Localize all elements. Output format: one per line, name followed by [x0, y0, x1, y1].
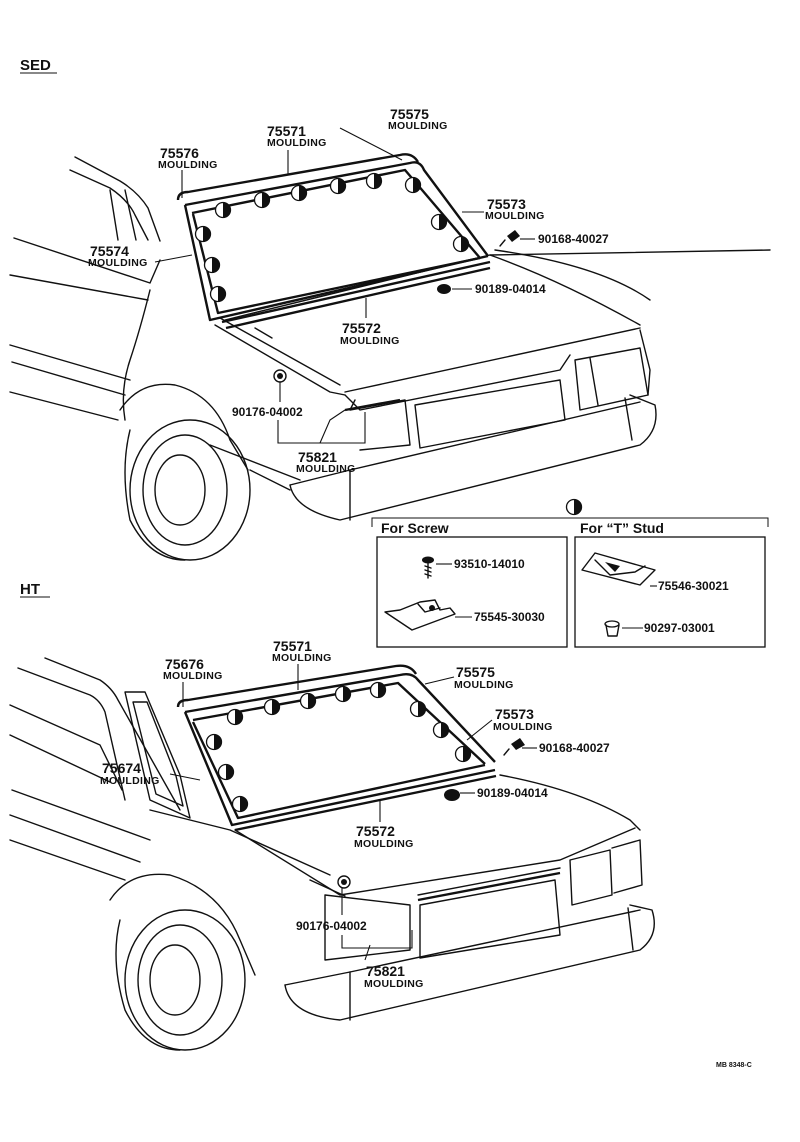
sed-label-75572-num: 75572 — [342, 320, 381, 336]
sed-label-90176: 90176-04002 — [232, 405, 303, 419]
ht-label-75572-num: 75572 — [356, 823, 395, 839]
sed-label-75574-name: MOULDING — [88, 257, 148, 269]
clip-label-75545-30030: 75545-30030 — [474, 610, 545, 624]
sed-leaders — [154, 127, 535, 444]
sed-screw-90168 — [499, 230, 520, 247]
ht-label-75821-num: 75821 — [366, 963, 405, 979]
sed-label-75821-name: MOULDING — [296, 463, 356, 475]
sed-label-90168: 90168-40027 — [538, 232, 609, 246]
clip-label-93510: 93510-14010 — [454, 557, 525, 571]
legend-for-screw: For Screw — [381, 520, 449, 536]
ht-nut-90176 — [337, 875, 351, 889]
ht-label-75571-name: MOULDING — [272, 652, 332, 664]
nut-90297-icon — [604, 620, 620, 637]
sed-car-body — [9, 156, 771, 561]
screw-93510-icon — [422, 556, 434, 579]
ht-label-75573-name: MOULDING — [493, 721, 553, 733]
clip-75546-icon — [581, 552, 656, 586]
legend-for-stud: For “T” Stud — [580, 520, 664, 536]
ht-label-75575-num: 75575 — [456, 664, 495, 680]
sed-nut-90189 — [437, 284, 451, 294]
legend-box-screw — [376, 536, 568, 648]
clip-label-90297: 90297-03001 — [644, 621, 715, 635]
sed-label-75574-num: 75574 — [90, 243, 129, 259]
ht-label-75575-name: MOULDING — [454, 679, 514, 691]
ht-label-75821-name: MOULDING — [364, 978, 424, 990]
sed-label-75576-name: MOULDING — [158, 159, 218, 171]
ht-label-75674-name: MOULDING — [100, 775, 160, 787]
sed-part-75821 — [344, 398, 401, 412]
ht-label-75573-num: 75573 — [495, 706, 534, 722]
clip-label-75546: 75546-30021 — [658, 579, 729, 593]
sed-label-75573-name: MOULDING — [485, 210, 545, 222]
ht-label-90176: 90176-04002 — [296, 919, 367, 933]
ht-label-90189: 90189-04014 — [477, 786, 548, 800]
diagram-code: MB 8348-C — [716, 1062, 752, 1069]
section-label-sed: SED — [20, 57, 51, 74]
sed-label-90189: 90189-04014 — [475, 282, 546, 296]
clip-legend: For Screw For “T” Stud 93510-14010 75545… — [371, 498, 769, 648]
ht-label-75571-num: 75571 — [273, 638, 312, 654]
ht-nut-90189 — [444, 789, 460, 801]
ht-label-75676-num: 75676 — [165, 656, 204, 672]
ht-leaders — [169, 664, 537, 961]
sed-label-75571-num: 75571 — [267, 123, 306, 139]
legend-box-stud — [574, 536, 766, 648]
ht-label-90168: 90168-40027 — [539, 741, 610, 755]
ht-label-75676-name: MOULDING — [163, 670, 223, 682]
sed-label-75575-num: 75575 — [390, 106, 429, 122]
sed-label-75821-num: 75821 — [298, 449, 337, 465]
sed-label-75573-num: 75573 — [487, 196, 526, 212]
clip-75545-icon — [384, 599, 456, 631]
sed-label-75576-num: 75576 — [160, 145, 199, 161]
sed-label-75572-name: MOULDING — [340, 335, 400, 347]
ht-screw-90168 — [503, 738, 525, 756]
sed-nut-90176 — [273, 369, 287, 383]
sed-rear-window — [176, 153, 491, 330]
sed-label-75571-name: MOULDING — [267, 137, 327, 149]
ht-label-75674-num: 75674 — [102, 760, 141, 776]
ht-rear-window — [176, 664, 497, 832]
ht-car-body — [9, 657, 655, 1051]
ht-label-75572-name: MOULDING — [354, 838, 414, 850]
section-label-ht: HT — [20, 581, 40, 598]
sed-label-75575-name: MOULDING — [388, 120, 448, 132]
